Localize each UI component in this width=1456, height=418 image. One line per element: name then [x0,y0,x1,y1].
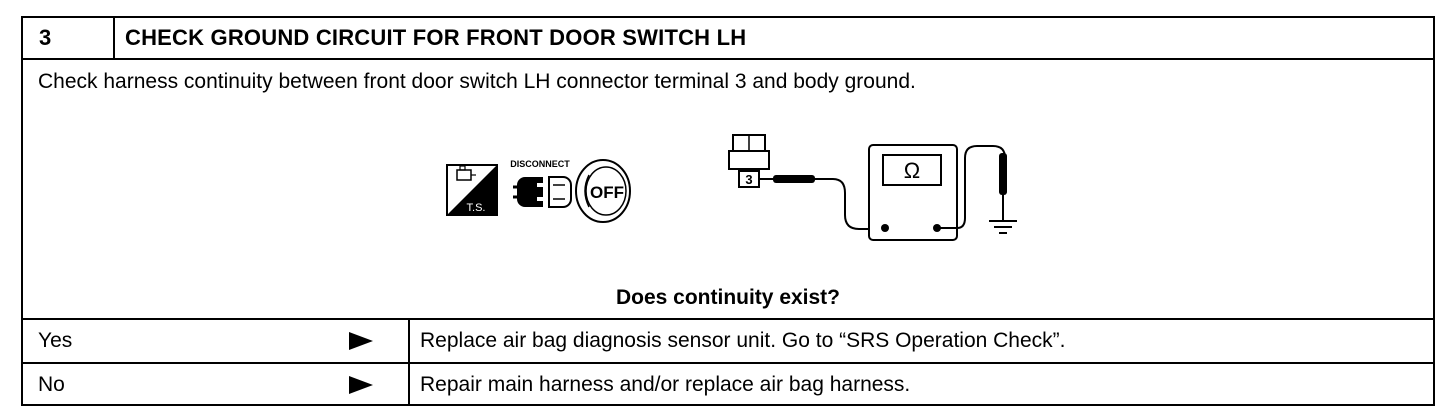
question-text: Does continuity exist? [615,286,841,309]
ohm-symbol: Ω [904,158,920,183]
ground-icon [989,220,1017,234]
continuity-check-diagram: T.S. DISCONNECT OFF [446,134,1017,241]
ohmmeter-icon: Ω [868,144,958,241]
step-header-row: 3 CHECK GROUND CIRCUIT FOR FRONT DOOR SW… [23,18,1433,60]
terminal-label: 3 [745,172,752,187]
disconnect-icon: DISCONNECT [510,159,572,208]
right-triangle-icon [349,376,373,394]
step-body: Check harness continuity between front d… [23,60,1433,320]
column-divider [408,320,410,362]
ground-lead [937,145,1007,229]
answer-label: No [38,373,65,396]
probe-lead [759,175,871,230]
step-number: 3 [23,18,115,58]
answer-row-yes: Yes Replace air bag diagnosis sensor uni… [23,320,1433,364]
right-triangle-icon [349,332,373,350]
disconnect-label: DISCONNECT [510,159,570,169]
ts-label: T.S. [467,202,486,214]
ts-icon: T.S. [446,164,498,216]
diagnostic-step-table: 3 CHECK GROUND CIRCUIT FOR FRONT DOOR SW… [21,16,1435,406]
ignition-label: OFF [590,183,624,202]
step-title: CHECK GROUND CIRCUIT FOR FRONT DOOR SWIT… [125,25,747,50]
answer-row-no: No Repair main harness and/or replace ai… [23,364,1433,406]
ignition-off-icon: OFF [575,159,631,223]
answer-label: Yes [38,329,73,352]
answer-action: Repair main harness and/or replace air b… [420,373,911,396]
connector-icon: 3 [728,134,770,188]
instruction-text: Check harness continuity between front d… [38,70,916,93]
column-divider [408,364,410,406]
answer-action: Replace air bag diagnosis sensor unit. G… [420,329,1066,352]
